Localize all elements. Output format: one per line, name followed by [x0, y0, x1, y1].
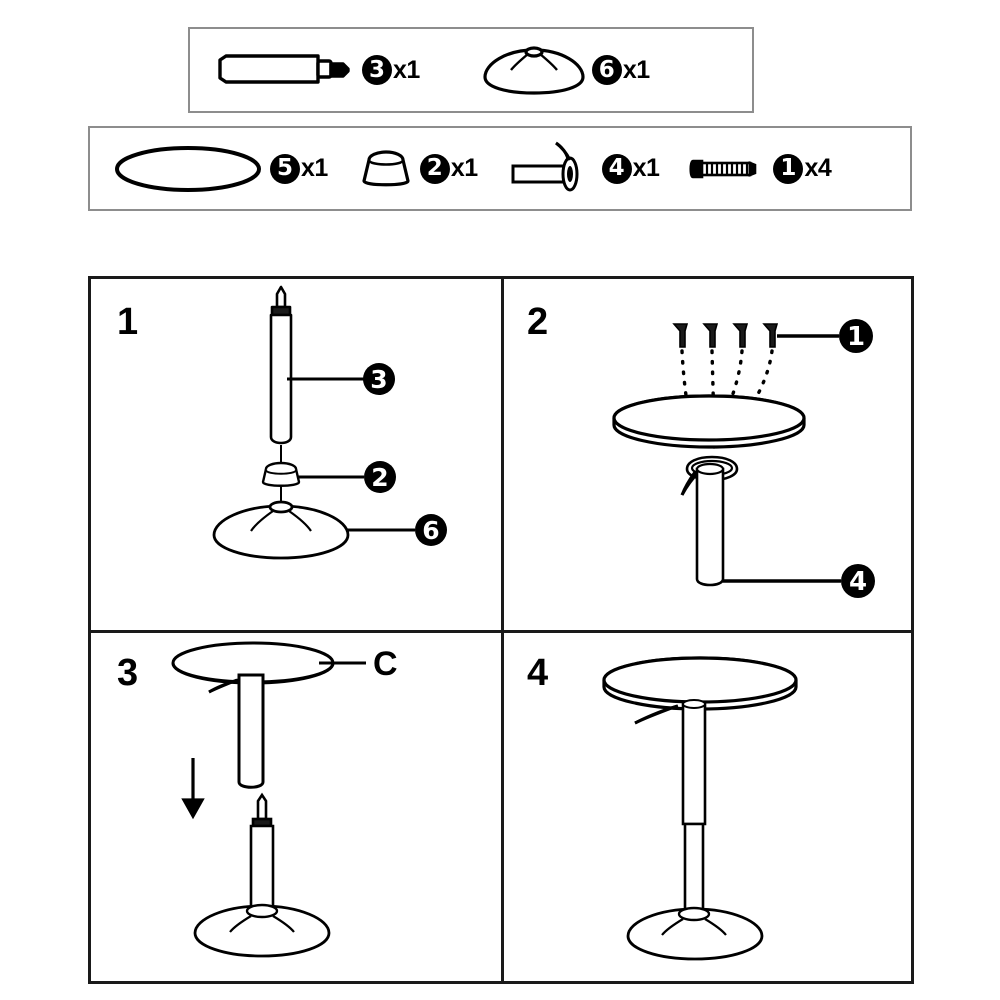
- callout-label-c: C: [373, 645, 398, 683]
- part-item-6: 6 x1: [482, 44, 650, 96]
- part-badge-6: 6: [591, 55, 622, 85]
- step-panel-2: 2: [501, 279, 911, 630]
- part-item-4: 4 x1: [508, 140, 660, 198]
- part-badge-3: 3: [362, 55, 392, 85]
- part-badge-4: 4: [601, 153, 632, 184]
- part-item-1: 1 x4: [689, 152, 832, 186]
- callout-badge-1: 1: [847, 322, 865, 352]
- table-top-icon: [112, 143, 264, 195]
- bushing-icon: [358, 147, 414, 191]
- part-item-2: 2 x1: [358, 147, 478, 191]
- part-qty-2: x1: [450, 154, 478, 182]
- callout-badge-4: 4: [849, 567, 867, 597]
- part-qty-4: x1: [632, 154, 660, 182]
- column-flange-icon: [508, 140, 596, 198]
- step-number-3: 3: [117, 652, 139, 694]
- parts-box-bottom: 5 x1 2 x1: [88, 126, 912, 211]
- step-2-illustration: 1 4: [501, 279, 911, 630]
- part-qty-5: x1: [301, 154, 328, 182]
- step-number-1: 1: [117, 301, 139, 343]
- part-badge-2: 2: [419, 153, 450, 184]
- step-number-2: 2: [527, 301, 549, 343]
- callout-badge-3: 3: [370, 365, 387, 394]
- step-4-illustration: [501, 630, 911, 981]
- step-3-illustration: C: [91, 630, 501, 981]
- steps-grid: 1: [88, 276, 914, 984]
- step-1-illustration: 3 2 6: [91, 279, 501, 630]
- step-number-4: 4: [527, 652, 549, 694]
- gas-cylinder-icon: [214, 48, 356, 92]
- part-qty-6: x1: [622, 55, 650, 84]
- part-item-3: 3 x1: [214, 48, 420, 92]
- callout-badge-6: 6: [422, 516, 439, 545]
- grid-horizontal-divider: [91, 630, 911, 633]
- step-panel-3: 3: [91, 630, 501, 981]
- step-panel-4: 4: [501, 630, 911, 981]
- parts-box-top: 3 x1 6 x1: [188, 27, 754, 113]
- screw-icon: [689, 152, 767, 186]
- part-item-5: 5 x1: [112, 143, 328, 195]
- part-qty-1: x4: [804, 154, 832, 182]
- part-badge-5: 5: [270, 153, 300, 184]
- callout-badge-2: 2: [371, 463, 388, 492]
- step-panel-1: 1: [91, 279, 501, 630]
- part-badge-1: 1: [773, 153, 804, 184]
- base-plate-icon: [482, 44, 586, 96]
- part-qty-3: x1: [393, 55, 420, 84]
